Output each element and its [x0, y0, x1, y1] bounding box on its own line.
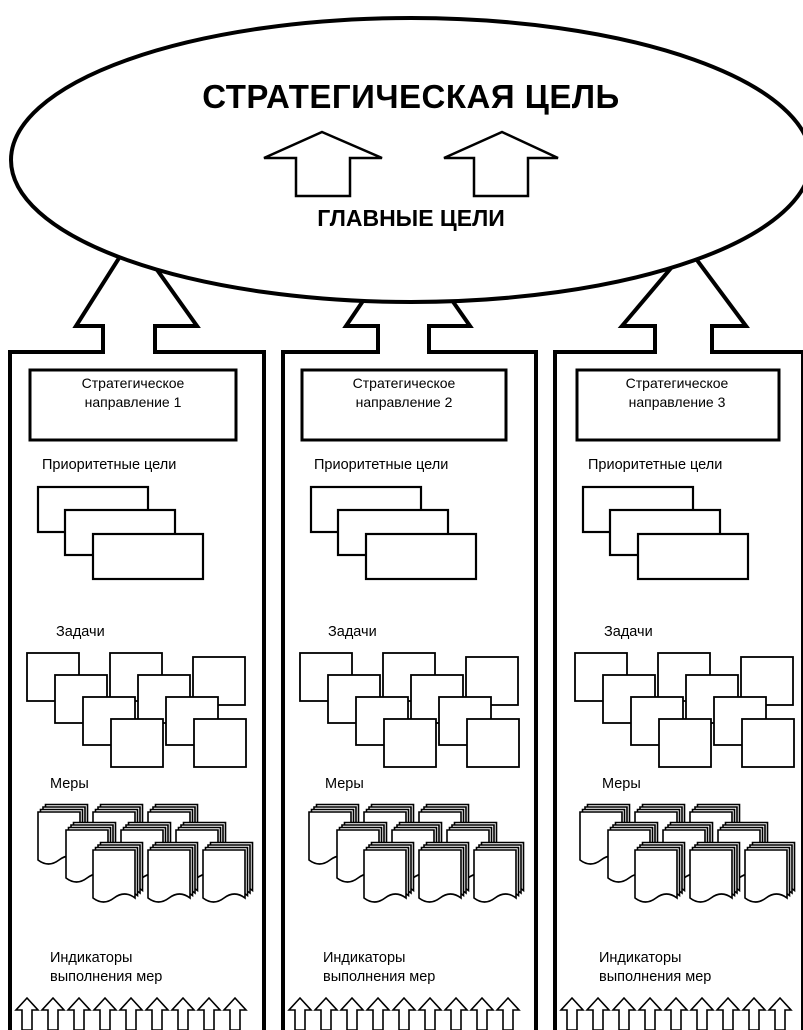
direction-3-line1: Стратегическое — [626, 375, 729, 391]
indicator-arrow-icon — [14, 996, 40, 1030]
indicator-arrow-icon — [222, 996, 248, 1030]
measure-document-icon — [147, 841, 199, 903]
column-1-arrow-outline — [8, 232, 266, 1030]
measure-document-icon — [363, 841, 415, 903]
measure-document-icon — [689, 841, 741, 903]
indicators-label-1-line1: Индикаторы — [50, 950, 132, 966]
measure-sheet — [744, 849, 788, 903]
direction-2-line1: Стратегическое — [353, 375, 456, 391]
indicators-label-3-line1: Индикаторы — [599, 950, 681, 966]
indicator-arrow-icon — [196, 996, 222, 1030]
main-goals-label: ГЛАВНЫЕ ЦЕЛИ — [317, 205, 505, 231]
indicator-arrow-icon — [715, 996, 741, 1030]
priority-goals-label-3: Приоритетные цели — [588, 457, 722, 473]
direction-3-line2: направление 3 — [629, 394, 726, 410]
indicator-arrow-icon — [287, 996, 313, 1030]
indicator-arrow-icon — [741, 996, 767, 1030]
direction-box-3 — [575, 368, 781, 442]
indicator-arrow-icon — [339, 996, 365, 1030]
column-3-labels: Стратегическое направление 3 Приоритетны… — [588, 375, 729, 985]
strategic-goal-ellipse — [9, 16, 803, 304]
indicator-arrow-icon — [417, 996, 443, 1030]
indicator-arrow-icon — [66, 996, 92, 1030]
tasks-label-1: Задачи — [56, 624, 105, 640]
main-goal-arrow-icon — [263, 130, 383, 198]
tasks-label-2: Задачи — [328, 624, 377, 640]
indicator-arrow-icon — [365, 996, 391, 1030]
indicators-label-3-line2: выполнения мер — [599, 969, 711, 985]
tasks-label-3: Задачи — [604, 624, 653, 640]
strategic-goal-title: СТРАТЕГИЧЕСКАЯ ЦЕЛЬ — [202, 78, 619, 115]
direction-box-2 — [300, 368, 508, 442]
measure-sheet — [418, 849, 462, 903]
measure-document-icon — [202, 841, 254, 903]
measure-document-icon — [92, 841, 144, 903]
column-3 — [553, 244, 803, 1030]
indicator-arrow-icon — [495, 996, 521, 1030]
direction-2-line2: направление 2 — [356, 394, 453, 410]
indicator-arrow-icon — [637, 996, 663, 1030]
indicator-arrow-icon — [40, 996, 66, 1030]
indicator-arrow-icon — [767, 996, 793, 1030]
task-square-2-9 — [466, 718, 520, 768]
indicator-arrow-icon — [443, 996, 469, 1030]
column-2 — [281, 232, 538, 1030]
indicators-label-1-line2: выполнения мер — [50, 969, 162, 985]
task-square-1-8 — [110, 718, 164, 768]
indicator-arrow-icon — [92, 996, 118, 1030]
direction-1-line2: направление 1 — [85, 394, 182, 410]
task-square-1-9 — [193, 718, 247, 768]
measure-sheet — [202, 849, 246, 903]
column-3-arrow-outline — [553, 244, 803, 1030]
measure-sheet — [689, 849, 733, 903]
main-goal-arrow-icon — [443, 130, 559, 198]
indicator-arrow-icon — [118, 996, 144, 1030]
column-2-arrow-outline — [281, 232, 538, 1030]
priority-goal-card-1-3 — [91, 532, 205, 581]
measure-document-icon — [634, 841, 686, 903]
measures-label-1: Меры — [50, 776, 89, 792]
indicator-arrow-icon — [559, 996, 585, 1030]
columns-layer — [8, 232, 803, 1030]
direction-box-1 — [28, 368, 238, 442]
indicators-label-2-line2: выполнения мер — [323, 969, 435, 985]
task-square-3-8 — [658, 718, 712, 768]
task-square-2-8 — [383, 718, 437, 768]
indicator-arrow-icon — [144, 996, 170, 1030]
indicator-arrow-icon — [663, 996, 689, 1030]
priority-goals-label-2: Приоритетные цели — [314, 457, 448, 473]
column-1-labels: Стратегическое направление 1 Приоритетны… — [42, 375, 185, 985]
measure-sheet — [634, 849, 678, 903]
priority-goal-card-3-3 — [636, 532, 750, 581]
indicator-arrow-icon — [585, 996, 611, 1030]
strategic-goal-ellipse-group: СТРАТЕГИЧЕСКАЯ ЦЕЛЬ ГЛАВНЫЕ ЦЕЛИ — [9, 16, 803, 304]
priority-goal-card-2-3 — [364, 532, 478, 581]
measure-sheet — [363, 849, 407, 903]
task-square-3-9 — [741, 718, 795, 768]
measure-sheet — [92, 849, 136, 903]
measure-document-icon — [744, 841, 796, 903]
direction-1-line1: Стратегическое — [82, 375, 185, 391]
column-2-labels: Стратегическое направление 2 Приоритетны… — [314, 375, 456, 985]
priority-goals-label-1: Приоритетные цели — [42, 457, 176, 473]
indicator-arrow-icon — [313, 996, 339, 1030]
indicator-arrow-icon — [170, 996, 196, 1030]
indicator-arrow-icon — [689, 996, 715, 1030]
indicator-arrow-icon — [611, 996, 637, 1030]
measure-document-icon — [418, 841, 470, 903]
column-1 — [8, 232, 266, 1030]
measure-sheet — [147, 849, 191, 903]
indicator-arrow-icon — [469, 996, 495, 1030]
indicator-arrow-icon — [391, 996, 417, 1030]
measure-document-icon — [473, 841, 525, 903]
measures-label-2: Меры — [325, 776, 364, 792]
measure-sheet — [473, 849, 517, 903]
measures-label-3: Меры — [602, 776, 641, 792]
indicators-label-2-line1: Индикаторы — [323, 950, 405, 966]
